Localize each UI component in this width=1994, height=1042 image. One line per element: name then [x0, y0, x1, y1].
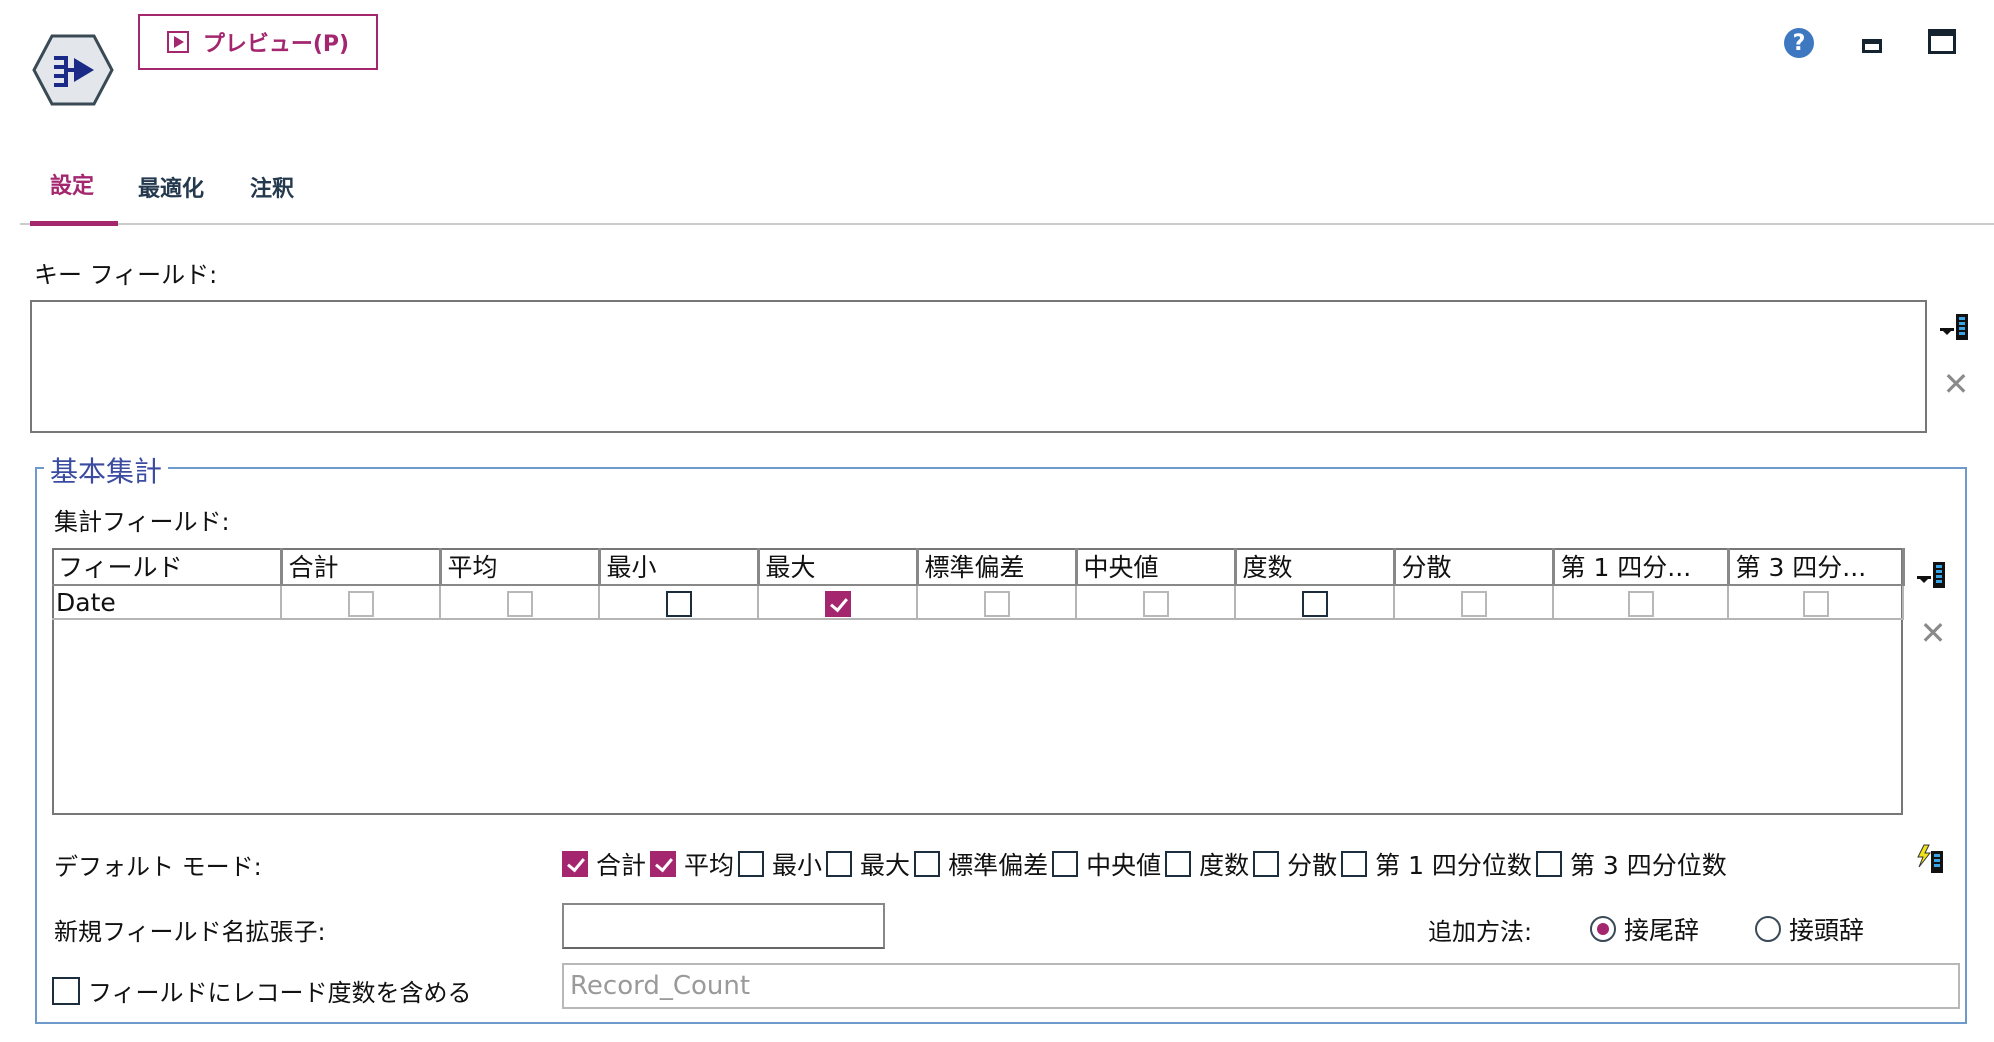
aggregate-node-icon	[32, 34, 114, 106]
q3-checkbox	[1802, 590, 1829, 617]
default-count-label: 度数	[1199, 851, 1250, 880]
default-sum-checkbox[interactable]	[562, 851, 588, 877]
preview-button[interactable]: プレビュー(P)	[138, 14, 378, 70]
default-sdev-checkbox[interactable]	[914, 851, 941, 877]
default-sum-option[interactable]: 合計	[562, 846, 646, 882]
default-q3-option[interactable]: 第 3 四分位数	[1535, 846, 1727, 882]
default-max-checkbox[interactable]	[826, 851, 853, 877]
new-field-ext-input[interactable]	[562, 903, 885, 949]
default-q1-option[interactable]: 第 1 四分位数	[1341, 846, 1532, 882]
col-header-q1[interactable]: 第 1 四分...	[1553, 548, 1730, 586]
default-mean-checkbox[interactable]	[650, 851, 677, 877]
prefix-radio-option[interactable]: 接頭辞	[1755, 911, 1864, 947]
default-variance-label: 分散	[1287, 851, 1338, 880]
suffix-radio-option[interactable]: 接尾辞	[1590, 911, 1699, 947]
minimize-icon[interactable]	[1862, 39, 1882, 53]
col-header-sum[interactable]: 合計	[281, 548, 442, 586]
tab-annotations[interactable]: 注釈	[250, 177, 295, 202]
active-tab-indicator	[30, 221, 118, 226]
include-record-count-option[interactable]: フィールドにレコード度数を含める	[52, 973, 472, 1008]
default-sdev-label: 標準偏差	[948, 851, 1049, 880]
default-variance-option[interactable]: 分散	[1253, 846, 1337, 882]
basic-aggregates-legend: 基本集計	[44, 450, 169, 490]
default-q1-label: 第 1 四分位数	[1375, 851, 1532, 880]
play-icon	[166, 31, 189, 53]
help-icon[interactable]: ?	[1784, 28, 1814, 58]
col-header-variance[interactable]: 分散	[1394, 548, 1555, 586]
new-field-ext-label: 新規フィールド名拡張子:	[54, 918, 326, 946]
default-mode-options: 合計 平均 最小 最大 標準偏差 中央値 度数 分散 第 1 四分位数 第 3 …	[562, 846, 1731, 882]
count-checkbox[interactable]	[1301, 590, 1328, 617]
default-max-label: 最大	[860, 851, 911, 880]
agg-field-picker-icon[interactable]	[1915, 560, 1949, 592]
default-q3-checkbox[interactable]	[1535, 851, 1562, 877]
default-sdev-option[interactable]: 標準偏差	[914, 846, 1048, 882]
field-picker-icon[interactable]	[1938, 312, 1972, 344]
field-name-cell: Date	[52, 585, 282, 620]
suffix-label: 接尾辞	[1624, 916, 1700, 945]
variance-checkbox	[1460, 590, 1487, 617]
q1-checkbox	[1627, 590, 1654, 617]
key-fields-list[interactable]	[30, 300, 1927, 433]
prefix-label: 接頭辞	[1789, 916, 1865, 945]
col-header-count[interactable]: 度数	[1235, 548, 1396, 586]
col-header-min[interactable]: 最小	[599, 548, 760, 586]
col-header-sdev[interactable]: 標準偏差	[917, 548, 1078, 586]
max-checkbox[interactable]	[824, 590, 851, 617]
tab-optimization[interactable]: 最適化	[138, 177, 205, 202]
default-q3-label: 第 3 四分位数	[1569, 851, 1727, 880]
mean-checkbox	[506, 590, 533, 617]
default-median-option[interactable]: 中央値	[1052, 846, 1161, 882]
maximize-icon[interactable]	[1928, 29, 1956, 54]
sdev-checkbox	[983, 590, 1010, 617]
default-min-checkbox[interactable]	[738, 851, 765, 877]
prefix-radio[interactable]	[1755, 916, 1781, 942]
agg-fields-label: 集計フィールド:	[54, 508, 230, 536]
suffix-radio[interactable]	[1590, 916, 1616, 942]
table-row[interactable]: Date	[52, 585, 1904, 620]
preview-label: プレビュー(P)	[202, 32, 350, 57]
default-mode-label: デフォルト モード:	[54, 853, 262, 881]
col-header-median[interactable]: 中央値	[1076, 548, 1237, 586]
record-count-field-input[interactable]	[562, 963, 1960, 1009]
add-method-label: 追加方法:	[1428, 918, 1533, 946]
default-q1-checkbox[interactable]	[1341, 851, 1368, 877]
col-header-max[interactable]: 最大	[758, 548, 919, 586]
default-min-label: 最小	[772, 851, 823, 880]
default-mean-option[interactable]: 平均	[650, 846, 734, 882]
agg-fields-table[interactable]: フィールド 合計 平均 最小 最大 標準偏差 中央値 度数 分散 第 1 四分.…	[52, 548, 1905, 620]
col-header-mean[interactable]: 平均	[440, 548, 601, 586]
col-header-q3[interactable]: 第 3 四分...	[1728, 548, 1905, 586]
default-sum-label: 合計	[596, 851, 647, 880]
include-record-count-label: フィールドにレコード度数を含める	[88, 979, 472, 1007]
default-median-label: 中央値	[1086, 851, 1162, 880]
tab-separator	[20, 223, 1994, 225]
include-record-count-checkbox[interactable]	[52, 976, 80, 1005]
default-median-checkbox[interactable]	[1052, 851, 1079, 877]
remove-key-field-icon[interactable]: ✕	[1942, 365, 1970, 403]
basic-aggregates-group	[35, 467, 1967, 1024]
apply-to-all-icon[interactable]	[1914, 843, 1946, 875]
remove-agg-field-icon[interactable]: ✕	[1919, 614, 1947, 652]
key-fields-label: キー フィールド:	[34, 261, 218, 289]
median-checkbox	[1142, 590, 1169, 617]
default-count-option[interactable]: 度数	[1165, 846, 1249, 882]
default-mean-label: 平均	[684, 851, 735, 880]
tab-settings[interactable]: 設定	[50, 174, 95, 199]
default-min-option[interactable]: 最小	[738, 846, 822, 882]
min-checkbox[interactable]	[665, 590, 692, 617]
col-header-field[interactable]: フィールド	[52, 548, 283, 586]
sum-checkbox	[347, 590, 374, 617]
table-header-row: フィールド 合計 平均 最小 最大 標準偏差 中央値 度数 分散 第 1 四分.…	[52, 548, 1905, 586]
default-max-option[interactable]: 最大	[826, 846, 910, 882]
default-count-checkbox[interactable]	[1165, 851, 1192, 877]
default-variance-checkbox[interactable]	[1253, 851, 1280, 877]
